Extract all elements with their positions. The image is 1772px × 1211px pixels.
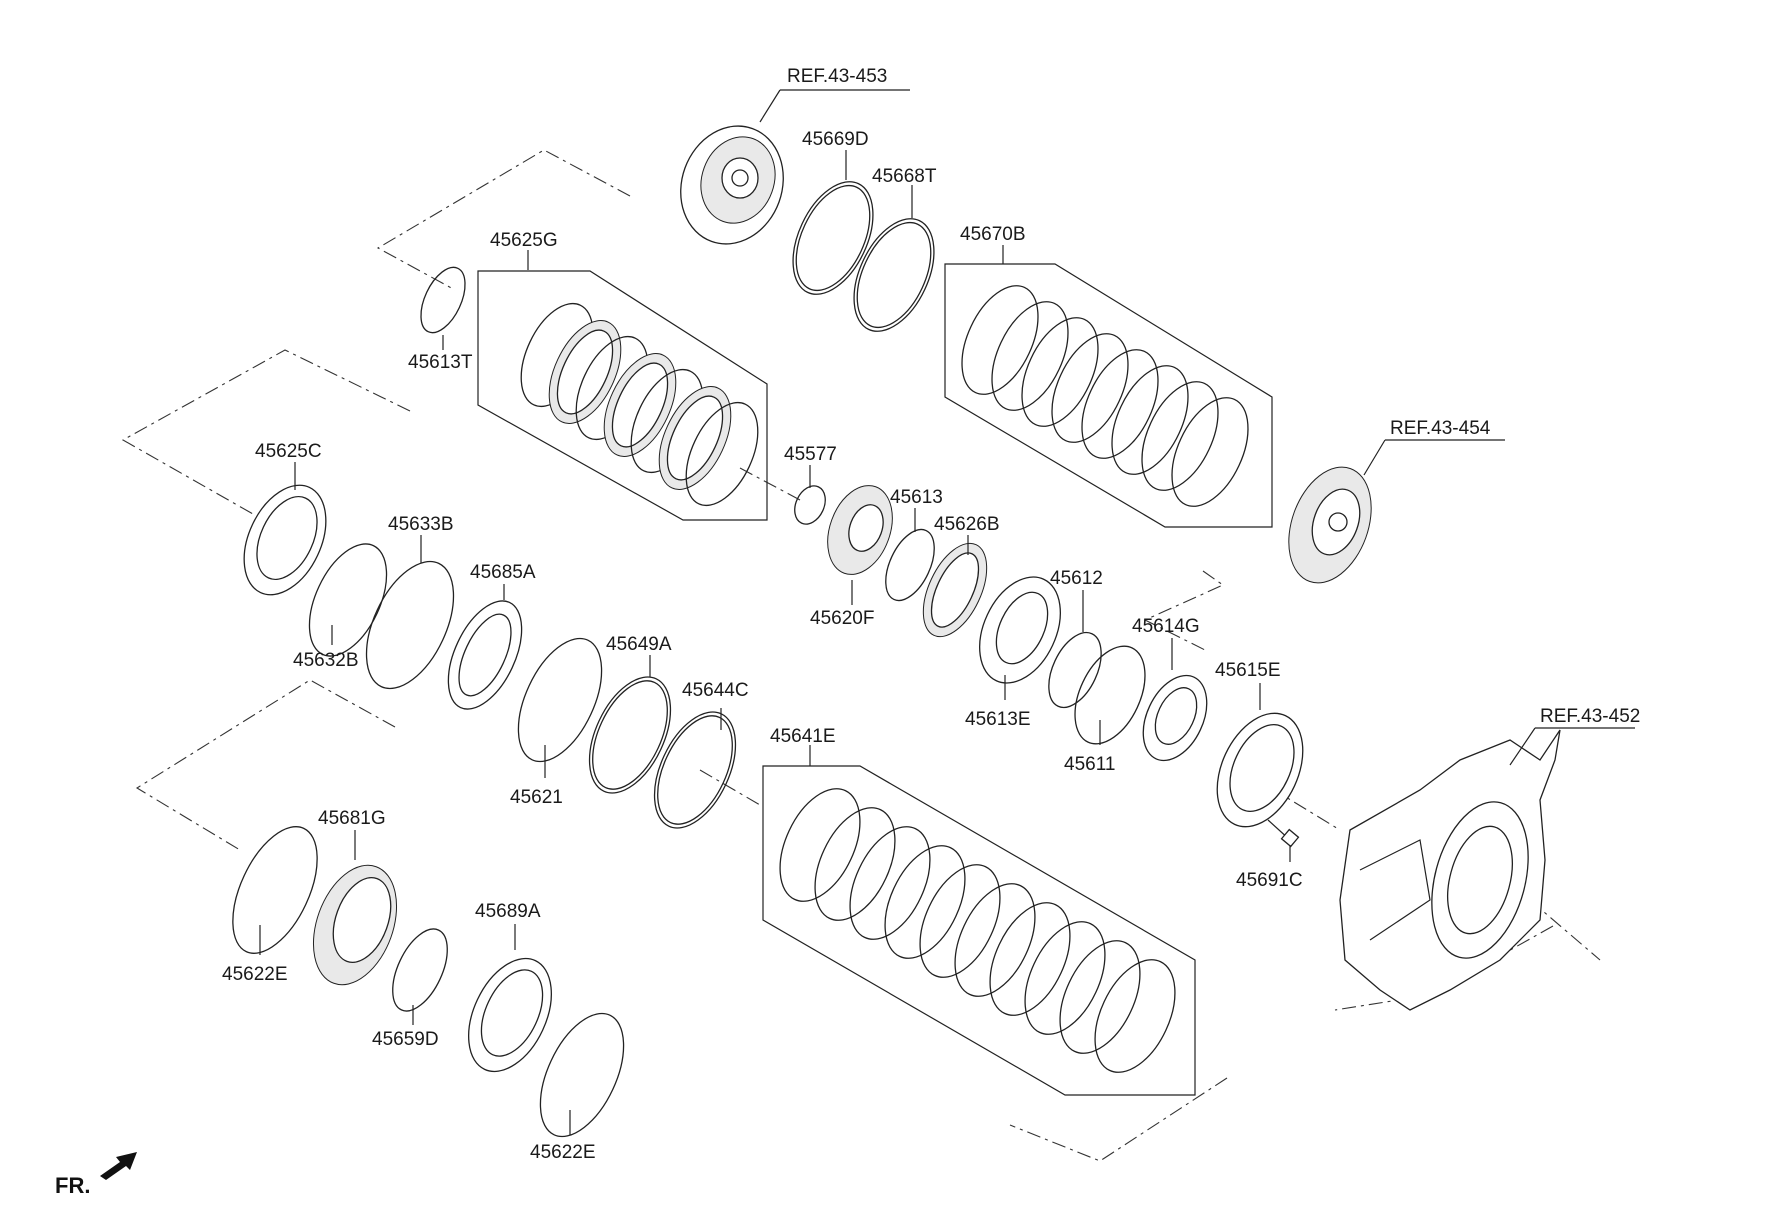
part-label-45613[interactable]: 45613	[890, 487, 943, 508]
part-label-45644c[interactable]: 45644C	[682, 680, 749, 701]
part-label-45621[interactable]: 45621	[510, 787, 563, 808]
part-label-45625c[interactable]: 45625C	[255, 441, 322, 462]
part-label-45689a[interactable]: 45689A	[475, 901, 541, 922]
part-label-45626b[interactable]: 45626B	[934, 514, 1000, 535]
seal-45611	[1074, 645, 1146, 745]
transmission-case-ref-452	[1339, 729, 1561, 1011]
part-label-45668t[interactable]: 45668T	[872, 166, 937, 187]
clutch-pack-45625g	[520, 302, 759, 507]
part-label-45670b[interactable]: 45670B	[960, 224, 1026, 245]
retainer-45614g	[1142, 674, 1208, 762]
part-label-45613t[interactable]: 45613T	[408, 352, 473, 373]
part-label-45613e[interactable]: 45613E	[965, 709, 1031, 730]
seal-45633b	[365, 560, 455, 690]
part-label-45614g[interactable]: 45614G	[1132, 616, 1200, 637]
group-brackets	[477, 263, 1273, 1096]
snap-ring-45613	[885, 528, 935, 602]
part-label-45641e[interactable]: 45641E	[770, 726, 836, 747]
part-number-labels: 45669D 45668T 45625G 45670B 45613T 45625…	[222, 129, 1303, 1163]
part-label-45691c[interactable]: 45691C	[1236, 870, 1303, 891]
ref-label-43-453[interactable]: REF.43-453	[787, 66, 887, 87]
part-label-45622e-lower[interactable]: 45622E	[530, 1142, 596, 1163]
gear-ref-454	[1288, 466, 1372, 584]
pump-housing-ref-453	[680, 125, 784, 245]
snap-ring-45622e-upper	[232, 826, 318, 954]
part-label-45615e[interactable]: 45615E	[1215, 660, 1281, 681]
part-label-45649a[interactable]: 45649A	[606, 634, 672, 655]
leader-lines	[259, 89, 1635, 1135]
part-label-45659d[interactable]: 45659D	[372, 1029, 439, 1050]
snap-ring-45621	[517, 637, 603, 763]
part-label-45577[interactable]: 45577	[784, 444, 837, 465]
clutch-rings-669d-668t	[792, 181, 935, 332]
ring-45577	[794, 485, 826, 525]
snap-ring-45622e-lower	[539, 1012, 625, 1138]
part-label-45669d[interactable]: 45669D	[802, 129, 869, 150]
drum-45625c	[243, 484, 327, 596]
bolt-45691c	[1267, 819, 1300, 848]
part-label-45633b[interactable]: 45633B	[388, 514, 454, 535]
snap-ring-45613t	[420, 266, 466, 334]
ref-label-43-452[interactable]: REF.43-452	[1540, 706, 1640, 727]
hub-45620f	[827, 485, 893, 575]
front-arrow-icon	[100, 1152, 137, 1180]
part-label-45625g[interactable]: 45625G	[490, 230, 558, 251]
piston-45613e	[979, 576, 1061, 684]
part-label-45612[interactable]: 45612	[1050, 568, 1103, 589]
clutch-pack-45670b	[961, 285, 1249, 507]
part-label-45685a[interactable]: 45685A	[470, 562, 536, 583]
part-label-45622e-upper[interactable]: 45622E	[222, 964, 288, 985]
seal-45632b	[308, 543, 388, 657]
clutch-pack-45641e	[779, 788, 1176, 1073]
drum-45615e	[1216, 712, 1304, 828]
one-way-clutch-45626b	[922, 542, 988, 638]
part-label-45681g[interactable]: 45681G	[318, 808, 386, 829]
front-direction-label: FR.	[55, 1173, 90, 1198]
part-label-45632b[interactable]: 45632B	[293, 650, 359, 671]
snap-ring-45659d	[392, 928, 448, 1012]
reference-labels: REF.43-453 REF.43-454 REF.43-452	[787, 66, 1640, 727]
retainer-45689a	[468, 957, 552, 1073]
ref-label-43-454[interactable]: REF.43-454	[1390, 418, 1491, 439]
seal-45612	[1048, 631, 1102, 709]
part-label-45611[interactable]: 45611	[1064, 754, 1115, 775]
plates-45649a-45644c	[588, 676, 737, 829]
return-spring-45685a	[447, 600, 523, 710]
part-label-45620f[interactable]: 45620F	[810, 608, 874, 629]
drum-45681g	[312, 864, 398, 986]
